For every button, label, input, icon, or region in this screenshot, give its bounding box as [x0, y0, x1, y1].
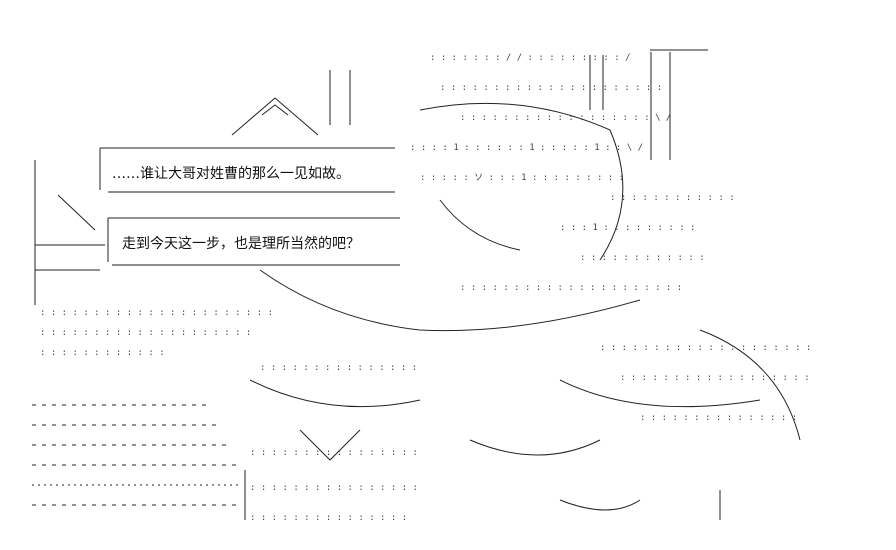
dialogue-line-2: 走到今天这一步，也是理所当然的吧？ — [122, 233, 360, 253]
svg-text:: : : : 1 : : : : : : 1 : : :: : : : : 1 : : : : : : 1 : : : : : 1 : : … — [410, 143, 643, 153]
svg-text:: : : : : : : : : : : :: : : : : : : : : : : : : — [610, 193, 735, 203]
svg-text:: : : 1 : : : : : : : : :: : : : 1 : : : : : : : : : — [560, 223, 695, 233]
svg-text:: : : : : : : : : : : : : : :: : : : : : : : : : : : : : : : : : : : : — [40, 328, 251, 338]
svg-text:: : : : : : : : : : : : : : :: : : : : : : : : : : : : : : : : — [250, 483, 418, 493]
svg-text:: : : : : : : : : : : :: : : : : : : : : : : : : — [580, 253, 705, 263]
svg-text:: : : : : : : : : : : : : : :: : : : : : : : : : : : : : : : — [250, 513, 407, 523]
svg-text:: : : : : : : : : : : : : : :: : : : : : : : : : : : : : : : — [640, 413, 797, 423]
svg-text:: : : : : : : : : : : : : : :: : : : : : : : : : : : : : : : : — [250, 448, 418, 458]
dialogue-line-1: ……谁让大哥对姓曹的那么一见如故。 — [112, 163, 350, 183]
svg-text:: : : : : : : : : : : : : : :: : : : : : : : : : : : : : : : : : : : : … — [40, 308, 273, 318]
svg-text:: : : : : : : : : : : : : : :: : : : : : : : : : : : : : : : : : : \ / — [460, 113, 671, 123]
svg-text:: : : : : : : : : : : :: : : : : : : : : : : : : — [40, 348, 165, 358]
svg-text:: : : : : : : : : : : : : : :: : : : : : : : : : : : : : : : : : : : : … — [440, 83, 662, 93]
svg-text:: : : : : : : : : : : : : : :: : : : : : : : : : : : : : : : : : : — [620, 373, 810, 383]
svg-text:: : : : : ソ : : : 1 : : : : :: : : : : : ソ : : : 1 : : : : : : : : : — [420, 173, 624, 183]
svg-text:: : : : : : : : : : : : : : :: : : : : : : : : : : : : : : : : : : : : — [600, 343, 811, 353]
svg-text:: : : : : : : / / : : : : : :: : : : : : : : / / : : : : : : : : : / — [430, 53, 630, 63]
svg-text:: : : : : : : : : : : : : : :: : : : : : : : : : : : : : : : — [260, 363, 417, 373]
svg-text:: : : : : : : : : : : : : : :: : : : : : : : : : : : : : : : : : : : : … — [460, 283, 682, 293]
